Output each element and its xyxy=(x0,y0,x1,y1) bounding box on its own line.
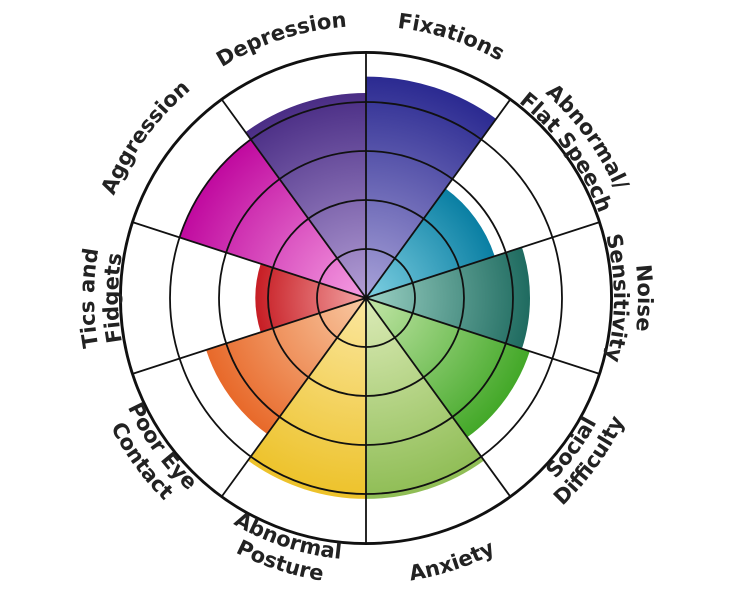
wedge-noise-sensitivity xyxy=(366,247,530,349)
radial-separator xyxy=(131,221,367,299)
radial-separator xyxy=(220,297,367,498)
category-label-line: Anxiety xyxy=(407,536,498,586)
category-label: Anxiety xyxy=(407,536,498,586)
wedge-tics-and-fidgets xyxy=(255,263,366,333)
category-label-line: Noise xyxy=(631,263,657,332)
wedge-fixations xyxy=(366,76,497,298)
radial-separator xyxy=(365,297,512,498)
wedge-anxiety xyxy=(366,298,485,499)
wedge-poor-eye-contact xyxy=(206,298,366,434)
category-label-line: Tics and xyxy=(75,246,103,349)
category-label: Depression xyxy=(212,8,347,72)
radial-separator xyxy=(220,98,367,299)
radial-separator xyxy=(365,98,512,299)
wedge-abnormal-flat-speech xyxy=(366,188,495,298)
wedges-layer xyxy=(178,76,530,499)
wedge-depression xyxy=(245,93,366,298)
category-label-line: Depression xyxy=(212,8,347,72)
radial-separator xyxy=(131,297,367,375)
radial-separator xyxy=(365,297,601,375)
wedge-aggression xyxy=(178,138,366,298)
wedge-abnormal-posture xyxy=(247,298,366,499)
grid-layer xyxy=(119,51,613,545)
radial-separator xyxy=(365,221,601,299)
category-label-line: Fidgets xyxy=(99,251,127,345)
category-label-line: Sensitivity xyxy=(601,231,633,364)
wedge-social-difficulty xyxy=(366,298,530,438)
